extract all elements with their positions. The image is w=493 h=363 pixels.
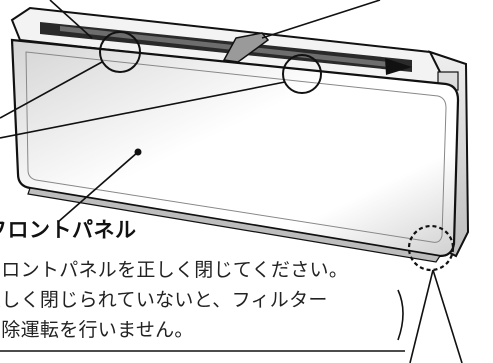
note-line-2: 正しく閉じられていないと、フィルター: [0, 289, 328, 311]
circle-marker-left: [99, 31, 141, 73]
filter-tab: [222, 32, 270, 63]
filter-rail-inner: [60, 26, 398, 68]
leader-panel: [57, 151, 139, 223]
front-panel-inner: [25, 51, 447, 243]
leader-corner-left: [409, 269, 434, 363]
leader-left-2: [0, 81, 286, 139]
text-bracket: [397, 289, 404, 341]
circle-marker-right: [282, 54, 322, 94]
front-panel: [10, 38, 460, 258]
note-line-3: 掃除運転を行いません。: [0, 319, 194, 341]
panel-bottom-lip: [27, 187, 442, 263]
rail-arrow: [385, 58, 412, 75]
leader-top-left: [49, 0, 93, 39]
leader-top-right: [261, 0, 381, 39]
callout-title: フロントパネル: [0, 218, 137, 242]
leader-corner-right: [432, 269, 463, 363]
note-line-1: フロントパネルを正しく閉じてください。: [0, 259, 349, 281]
leader-left-1: [0, 61, 103, 119]
dashed-circle-marker: [407, 224, 455, 272]
